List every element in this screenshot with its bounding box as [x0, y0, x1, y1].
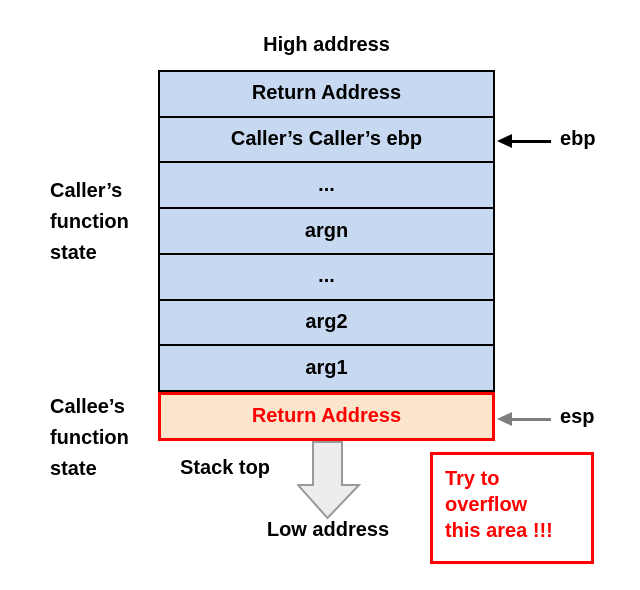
stack-growth-down-arrow-icon [297, 441, 361, 520]
high-address-label: High address [263, 34, 390, 56]
esp-register-label: esp [560, 406, 595, 428]
esp-arrow-shaft [511, 418, 551, 421]
ebp-pointer-arrow-icon [497, 134, 551, 148]
stack-cell-callers-callers-ebp: Caller’s Caller’s ebp [160, 117, 493, 164]
stack-cell-callee-return-address: Return Address [158, 392, 495, 441]
stack-cell-ellipsis-bottom: ... [160, 254, 493, 301]
ebp-register-label: ebp [560, 128, 596, 150]
stack-cell-argn: argn [160, 209, 493, 255]
ebp-arrow-shaft [511, 140, 551, 143]
stack-cell-arg1: arg1 [160, 346, 493, 391]
esp-pointer-arrow-icon [497, 412, 551, 426]
stack-top-label: Stack top [180, 457, 271, 479]
stack-cell-arg2: arg2 [160, 300, 493, 347]
low-address-label: Low address [266, 519, 390, 541]
overflow-warning-note: Try to overflow this area !!! [430, 452, 594, 564]
caller-stack-frame: Return Address Caller’s Caller’s ebp ...… [158, 70, 495, 392]
esp-arrowhead-icon [497, 412, 512, 426]
caller-function-state-label: Caller’s function state [50, 180, 129, 264]
callee-function-state-label: Callee’s function state [50, 396, 129, 480]
ebp-arrowhead-icon [497, 134, 512, 148]
stack-cell-ellipsis-top: ... [160, 163, 493, 210]
stack-cell-return-address: Return Address [160, 72, 493, 118]
